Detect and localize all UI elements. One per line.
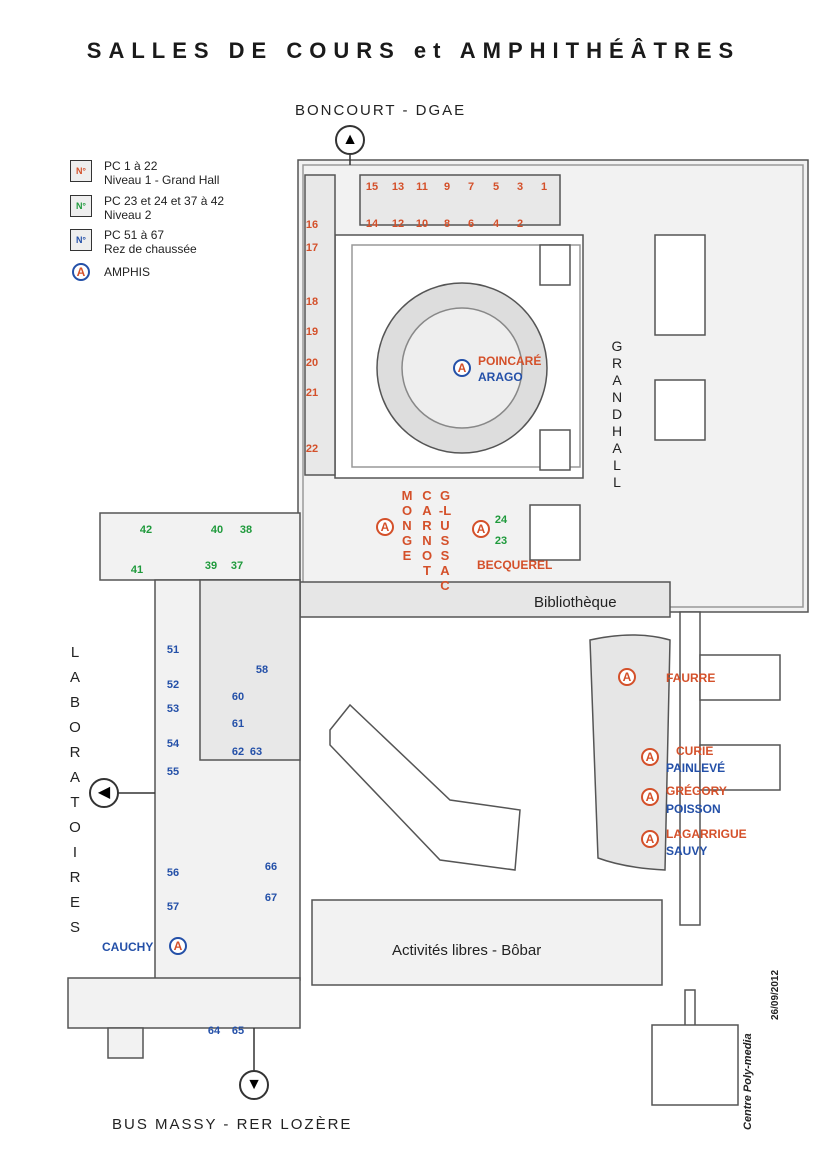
amphi-poincare[interactable]: POINCARÉ	[478, 354, 542, 368]
room-56[interactable]: 56	[166, 867, 180, 879]
room-42[interactable]: 42	[139, 524, 153, 536]
room-16[interactable]: 16	[305, 219, 319, 231]
room-40[interactable]: 40	[210, 524, 224, 536]
room-62[interactable]: 62	[231, 746, 245, 758]
amphi-monge[interactable]: MONGE	[401, 488, 413, 563]
legend-item-amphis: AMPHIS	[104, 265, 151, 279]
room-23[interactable]: 23	[494, 535, 508, 547]
room-52[interactable]: 52	[166, 679, 180, 691]
place-bus: BUS MASSY - RER LOZÈRE	[112, 1116, 353, 1133]
amphi-poisson[interactable]: POISSON	[666, 802, 721, 816]
amphi-icon: A	[618, 668, 636, 686]
room-18[interactable]: 18	[305, 296, 319, 308]
legend-line: PC 51 à 67	[104, 228, 165, 242]
room-19[interactable]: 19	[305, 326, 319, 338]
page-title: SALLES DE COURS et AMPHITHÉÂTRES	[86, 38, 741, 63]
amphi-painleve[interactable]: PAINLEVÉ	[666, 761, 726, 775]
amphi-icon: A	[376, 518, 394, 536]
grand-hall-label: GRAND HALL	[611, 338, 623, 490]
date-label: 26/09/2012	[770, 969, 781, 1020]
room-41[interactable]: 41	[130, 564, 144, 576]
legend-line: Niveau 1 - Grand Hall	[104, 173, 220, 187]
legend-line: PC 1 à 22	[104, 159, 158, 173]
amphi-gregory[interactable]: GRÉGORY	[666, 784, 727, 798]
amphi-icon: A	[641, 748, 659, 766]
room-58[interactable]: 58	[255, 664, 269, 676]
room-24[interactable]: 24	[494, 514, 508, 526]
amphi-glussac[interactable]: G-LUSSAC	[438, 488, 452, 593]
amphi-becquerel[interactable]: BECQUEREL	[477, 558, 553, 572]
amphi-lagarrigue[interactable]: LAGARRIGUE	[666, 827, 747, 841]
room-6[interactable]: 6	[467, 218, 475, 230]
legend-line: Niveau 2	[104, 208, 152, 222]
amphi-curie[interactable]: CURIE	[676, 744, 714, 758]
room-39[interactable]: 39	[204, 560, 218, 572]
room-55[interactable]: 55	[166, 766, 180, 778]
room-15[interactable]: 15	[365, 181, 379, 193]
room-51[interactable]: 51	[166, 644, 180, 656]
north-arrow-icon[interactable]: ▲	[335, 125, 365, 155]
room-5[interactable]: 5	[492, 181, 500, 193]
amphi-icon: A	[641, 788, 659, 806]
bobar-building	[311, 899, 663, 986]
legend-badge-blue: N°	[70, 229, 92, 251]
room-12[interactable]: 12	[391, 218, 405, 230]
amphi-carnot[interactable]: CARNOT	[421, 488, 433, 578]
legend-line: Rez de chaussée	[104, 242, 197, 256]
room-57[interactable]: 57	[166, 901, 180, 913]
place-boncourt: BONCOURT - DGAE	[295, 102, 467, 119]
room-11[interactable]: 11	[416, 181, 428, 193]
legend-line: PC 23 et 24 et 37 à 42	[104, 194, 225, 208]
amphi-building	[589, 634, 671, 871]
room-37[interactable]: 37	[230, 560, 244, 572]
room-10[interactable]: 10	[415, 218, 429, 230]
place-laboratoires: LABORATOIRES	[69, 644, 81, 936]
room-4[interactable]: 4	[492, 218, 500, 230]
room-54[interactable]: 54	[166, 738, 180, 750]
room-3[interactable]: 3	[516, 181, 524, 193]
room-14[interactable]: 14	[365, 218, 379, 230]
amphi-arago[interactable]: ARAGO	[478, 370, 523, 384]
room-9[interactable]: 9	[443, 181, 451, 193]
amphi-cauchy[interactable]: CAUCHY	[102, 940, 154, 954]
room-21[interactable]: 21	[305, 387, 319, 399]
room-38[interactable]: 38	[239, 524, 253, 536]
south-wing	[67, 977, 301, 1029]
room-2[interactable]: 2	[516, 218, 524, 230]
amphi-icon: A	[641, 830, 659, 848]
library-label: Bibliothèque	[534, 594, 617, 611]
bobar-label: Activités libres - Bôbar	[392, 942, 542, 959]
room-66[interactable]: 66	[264, 861, 278, 873]
room-17[interactable]: 17	[305, 242, 319, 254]
amphi-icon: A	[169, 937, 187, 955]
south-arrow-icon[interactable]: ▼	[239, 1070, 269, 1100]
logo: Centre Poly-media	[742, 1033, 754, 1130]
annex-building	[329, 703, 521, 871]
room-7[interactable]: 7	[467, 181, 475, 193]
amphi-icon: A	[72, 263, 90, 281]
legend-badge-red: N°	[70, 160, 92, 182]
room-1[interactable]: 1	[540, 181, 548, 193]
amphi-faurre[interactable]: FAURRE	[666, 671, 716, 685]
room-20[interactable]: 20	[305, 357, 319, 369]
legend-badge-green: N°	[70, 195, 92, 217]
room-64[interactable]: 64	[207, 1025, 221, 1037]
room-13[interactable]: 13	[391, 181, 405, 193]
room-61[interactable]: 61	[231, 718, 245, 730]
room-65[interactable]: 65	[231, 1025, 245, 1037]
room-8[interactable]: 8	[443, 218, 451, 230]
room-60[interactable]: 60	[231, 691, 245, 703]
room-53[interactable]: 53	[166, 703, 180, 715]
amphi-icon: A	[472, 520, 490, 538]
west-arrow-icon[interactable]: ◀	[89, 778, 119, 808]
west-wing	[99, 512, 301, 581]
amphi-sauvy[interactable]: SAUVY	[666, 844, 708, 858]
room-67[interactable]: 67	[264, 892, 278, 904]
room-22[interactable]: 22	[305, 443, 319, 455]
room-63[interactable]: 63	[249, 746, 263, 758]
amphi-icon: A	[453, 359, 471, 377]
